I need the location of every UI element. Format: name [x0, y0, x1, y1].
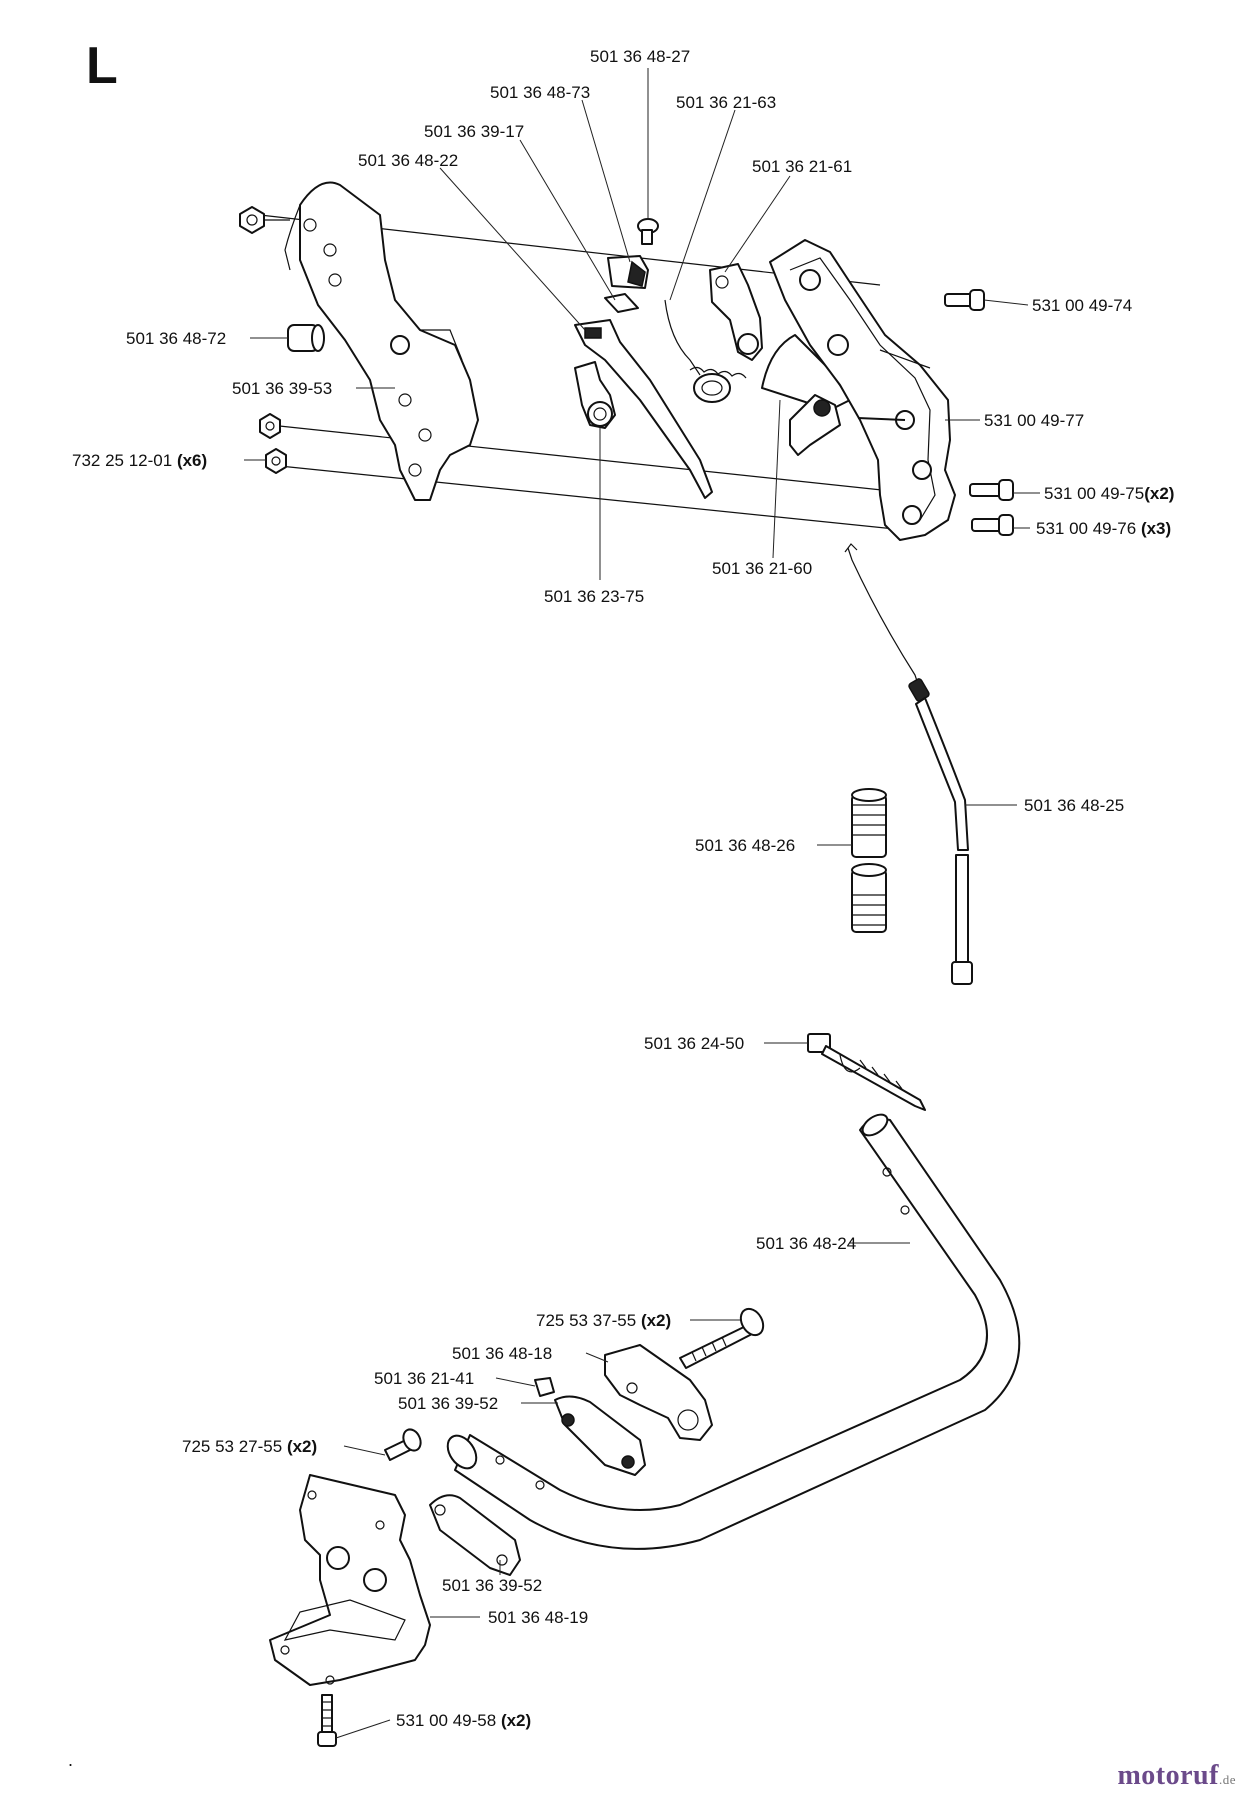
screw-icon	[384, 1428, 422, 1461]
clamp-part	[604, 1344, 713, 1441]
lever-part	[574, 361, 616, 429]
watermark-text: motoruf	[1117, 1760, 1219, 1791]
callout-label: 501 36 21-61	[752, 157, 852, 176]
section-letter: L	[86, 37, 118, 95]
screw-icon	[969, 479, 1014, 501]
spring-sleeve-part	[851, 788, 887, 933]
screw-icon	[679, 1307, 765, 1369]
callout-label: 501 36 39-17	[424, 122, 524, 141]
callout-label: 501 36 48-25	[1024, 796, 1124, 815]
callout-label: 531 00 49-58 (x2)	[396, 1711, 531, 1730]
bracket-part	[269, 1474, 431, 1686]
callout-label: 725 53 37-55 (x2)	[536, 1311, 671, 1330]
callout-label: 501 36 48-26	[695, 836, 795, 855]
plate-part	[604, 293, 639, 313]
key-part	[534, 1377, 555, 1397]
stop-lever-part	[709, 263, 763, 361]
cover-part	[761, 334, 851, 456]
callout-label: 501 36 48-24	[756, 1234, 856, 1253]
callout-label: 501 36 24-50	[644, 1034, 744, 1053]
leader-lines	[244, 68, 1040, 1739]
lock-block-part	[607, 255, 649, 289]
callout-label: 725 53 27-55 (x2)	[182, 1437, 317, 1456]
callout-label: 501 36 48-18	[452, 1344, 552, 1363]
callout-label: 531 00 49-75(x2)	[1044, 484, 1174, 503]
cable-tie-part	[807, 1033, 926, 1111]
nut-icon	[239, 206, 290, 234]
callout-label: 501 36 39-52	[442, 1576, 542, 1595]
spring-part	[664, 299, 747, 403]
callout-label: 501 36 21-63	[676, 93, 776, 112]
callout-label: 501 36 48-19	[488, 1608, 588, 1627]
sleeve-part	[287, 324, 325, 352]
callout-label: 501 36 39-53	[232, 379, 332, 398]
callout-label: 501 36 48-72	[126, 329, 226, 348]
callout-label: 501 36 21-41	[374, 1369, 474, 1388]
throttle-trigger-part	[574, 319, 713, 499]
callout-label: 531 00 49-76 (x3)	[1036, 519, 1171, 538]
screw-icon	[944, 289, 985, 311]
handle-right-half	[769, 239, 956, 541]
callout-label: 531 00 49-77	[984, 411, 1084, 430]
callout-label: 501 36 21-60	[712, 559, 812, 578]
watermark-logo: motoruf.de	[1117, 1760, 1236, 1792]
callout-label: 501 36 48-73	[490, 83, 590, 102]
callout-label: 501 36 48-27	[590, 47, 690, 66]
screw-icon	[637, 218, 659, 245]
callout-labels: 501 36 48-27 501 36 48-73 501 36 21-63 5…	[72, 47, 1174, 1730]
nut-icon	[265, 448, 287, 474]
clamp-half-part	[554, 1395, 646, 1476]
watermark-suffix: .de	[1218, 1772, 1236, 1787]
loop-handle-tube	[446, 1113, 1021, 1550]
callout-label: 501 36 23-75	[544, 587, 644, 606]
screw-icon	[317, 1694, 337, 1747]
clamp-half-part	[429, 1494, 521, 1576]
callout-label: 501 36 39-52	[398, 1394, 498, 1413]
throttle-cable-part	[844, 543, 973, 985]
callout-label: 501 36 48-22	[358, 151, 458, 170]
callout-label: 531 00 49-74	[1032, 296, 1132, 315]
handle-left-half	[284, 181, 479, 501]
nut-icon	[259, 413, 281, 439]
screw-icon	[971, 514, 1014, 536]
callout-label: 732 25 12-01 (x6)	[72, 451, 207, 470]
footer-dot: .	[68, 1750, 74, 1770]
